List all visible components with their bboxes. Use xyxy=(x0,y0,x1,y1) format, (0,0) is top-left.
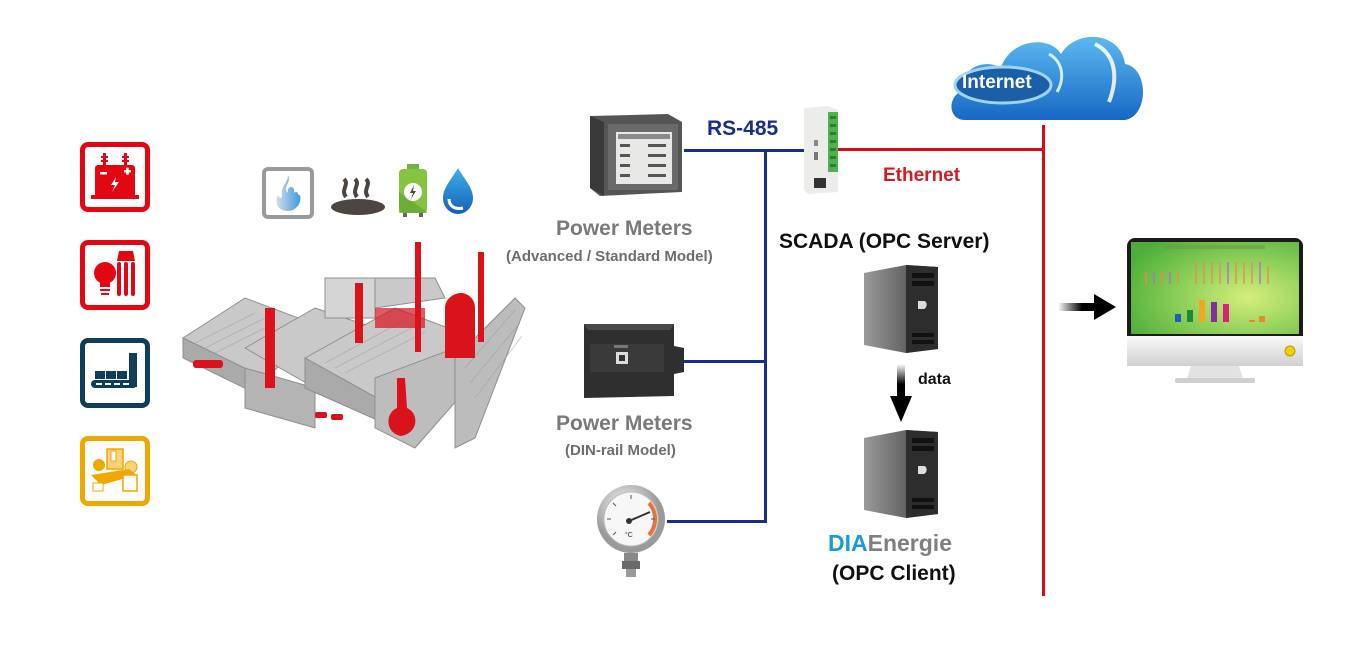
power-meter-din-title: Power Meters xyxy=(556,412,693,435)
ethernet-link-horizontal xyxy=(838,148,1045,151)
data-flow-arrow-icon xyxy=(890,364,912,424)
power-meter-din-subtitle: (DIN-rail Model) xyxy=(565,442,676,459)
internet-label: Internet xyxy=(962,72,1032,93)
rs485-bus-gauge-branch xyxy=(667,520,767,523)
diaenergie-server-icon xyxy=(862,428,940,518)
water-drop-icon xyxy=(441,166,475,216)
plc-gateway-image xyxy=(800,104,842,196)
diaenergie-label-energie: Energie xyxy=(867,530,952,556)
conveyor-icon xyxy=(91,353,137,388)
steam-icon xyxy=(330,175,386,219)
output-arrow-icon xyxy=(1058,294,1118,320)
gas-icon xyxy=(262,167,314,219)
internet-cloud-icon: Internet xyxy=(945,24,1150,134)
scada-server-icon xyxy=(862,263,940,353)
rs485-bus-din-branch xyxy=(684,360,767,363)
battery-icon xyxy=(397,164,429,218)
diaenergie-label-dia: DIA xyxy=(828,530,868,556)
power-meter-din-image xyxy=(578,318,688,404)
production-line-category-icon xyxy=(80,338,150,408)
transformer-icon xyxy=(91,153,139,199)
svg-text:°C: °C xyxy=(625,531,633,539)
ethernet-backbone xyxy=(1042,125,1045,596)
lighting-category-icon xyxy=(80,240,150,310)
factory-plant-illustration xyxy=(175,238,535,458)
opc-client-label: (OPC Client) xyxy=(832,562,956,585)
data-flow-label: data xyxy=(918,371,951,388)
scada-server-label: SCADA (OPC Server) xyxy=(779,230,990,253)
temperature-gauge-icon: °C xyxy=(596,483,668,579)
ethernet-label: Ethernet xyxy=(883,165,961,186)
lightbulb-icon xyxy=(94,251,135,296)
dashboard-monitor-image xyxy=(1125,236,1305,386)
chiller-icon xyxy=(91,448,138,492)
hvac-category-icon xyxy=(80,436,150,506)
diaenergie-label: DIAEnergie xyxy=(828,530,952,557)
rs485-label: RS-485 xyxy=(707,117,779,140)
power-meter-advanced-title: Power Meters xyxy=(556,217,693,240)
rs485-bus-vertical xyxy=(764,149,767,523)
power-meter-advanced-subtitle: (Advanced / Standard Model) xyxy=(506,248,713,265)
power-meter-advanced-image xyxy=(586,108,686,200)
transformer-category-icon xyxy=(80,142,150,212)
rs485-bus-top xyxy=(684,149,804,152)
